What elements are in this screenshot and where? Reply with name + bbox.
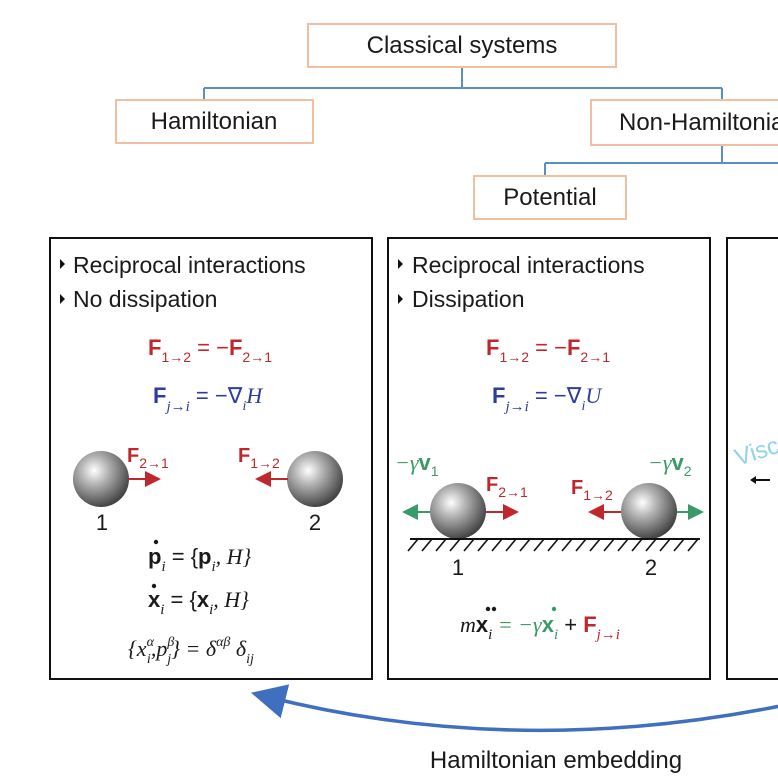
- bullet-icon: [398, 259, 403, 269]
- node-non-hamiltonian: Non-Hamiltonian: [590, 99, 778, 146]
- hatch-mark: [449, 538, 461, 552]
- node-non-hamiltonian-label: Non-Hamiltonian: [619, 109, 778, 136]
- panel-hamiltonian: Reciprocal interactions No dissipation F…: [49, 237, 373, 680]
- eq-force-gradient-u: Fj→i = −∇iU: [492, 383, 603, 415]
- panel-non-potential-partial: Visc: [726, 237, 778, 680]
- eq-reciprocal: F1→2 = −F2→1: [148, 335, 272, 365]
- particle-1: [73, 451, 129, 507]
- bullet-no-dissipation: No dissipation: [73, 286, 217, 312]
- hatch-mark: [589, 538, 601, 552]
- eq-x-dot: xi = {xi, H}: [148, 587, 249, 618]
- force-label-2-1: F2→1: [486, 474, 528, 500]
- force-label-1-2: F1→2: [571, 477, 613, 503]
- bullet-reciprocal: Reciprocal interactions: [412, 252, 645, 278]
- dot-accent: [491, 606, 497, 612]
- hatch-mark: [687, 538, 699, 552]
- bullet-reciprocal: Reciprocal interactions: [73, 252, 306, 278]
- eq-reciprocal: F1→2 = −F2→1: [486, 335, 610, 365]
- node-potential: Potential: [473, 175, 627, 220]
- eq-equation-of-motion: mxi = −γxi + Fj→i: [460, 612, 620, 643]
- hatch-mark: [533, 538, 545, 552]
- dot-accent: [153, 539, 159, 545]
- node-potential-label: Potential: [503, 184, 596, 211]
- dot-accent: [485, 606, 491, 612]
- hatch-mark: [617, 538, 629, 552]
- force-label-1-2: F1→2: [238, 445, 280, 471]
- particle-2-label: 2: [645, 555, 657, 580]
- arrowhead-icon: [750, 476, 756, 484]
- tree-connectors: [203, 67, 778, 176]
- bullet-dissipation: Dissipation: [412, 286, 525, 312]
- dot-accent: [151, 583, 157, 589]
- hatch-mark: [645, 538, 657, 552]
- hatch-mark: [561, 538, 573, 552]
- particle-1-label: 1: [96, 510, 108, 535]
- particle-1-label: 1: [452, 555, 464, 580]
- ground-surface: [407, 538, 700, 552]
- hatch-mark: [491, 538, 503, 552]
- panel-potential: Reciprocal interactions Dissipation F1→2…: [387, 237, 711, 680]
- hatch-mark: [603, 538, 615, 552]
- force-label-2-1: F2→1: [127, 445, 169, 471]
- dot-accent: [551, 606, 557, 612]
- hatch-mark: [575, 538, 587, 552]
- hatch-mark: [421, 538, 433, 552]
- particle-2: [621, 483, 677, 539]
- embedding-arrow: [251, 684, 778, 733]
- hatch-mark: [463, 538, 475, 552]
- hatch-mark: [673, 538, 685, 552]
- damping-label-2: −γv2: [648, 450, 692, 479]
- node-classical-systems-label: Classical systems: [367, 32, 558, 59]
- particle-2: [287, 451, 343, 507]
- node-hamiltonian: Hamiltonian: [115, 99, 314, 144]
- hatch-mark: [631, 538, 643, 552]
- hatch-mark: [477, 538, 489, 552]
- node-hamiltonian-label: Hamiltonian: [151, 108, 278, 135]
- bullet-icon: [60, 259, 65, 269]
- eq-force-gradient-h: Fj→i = −∇iH: [153, 383, 263, 415]
- particle-2-label: 2: [309, 510, 321, 535]
- hatch-mark: [519, 538, 531, 552]
- particle-1: [430, 483, 486, 539]
- hatch-mark: [435, 538, 447, 552]
- hatch-mark: [547, 538, 559, 552]
- bullet-icon: [398, 294, 403, 304]
- hatch-mark: [407, 538, 419, 552]
- damping-label-1: −γv1: [395, 450, 439, 479]
- hatch-mark: [505, 538, 517, 552]
- eq-p-dot: pi = {pi, H}: [148, 544, 252, 575]
- embedding-label: Hamiltonian embedding: [430, 747, 682, 774]
- hatch-mark: [659, 538, 671, 552]
- bullet-icon: [60, 294, 65, 304]
- node-classical-systems: Classical systems: [307, 23, 617, 68]
